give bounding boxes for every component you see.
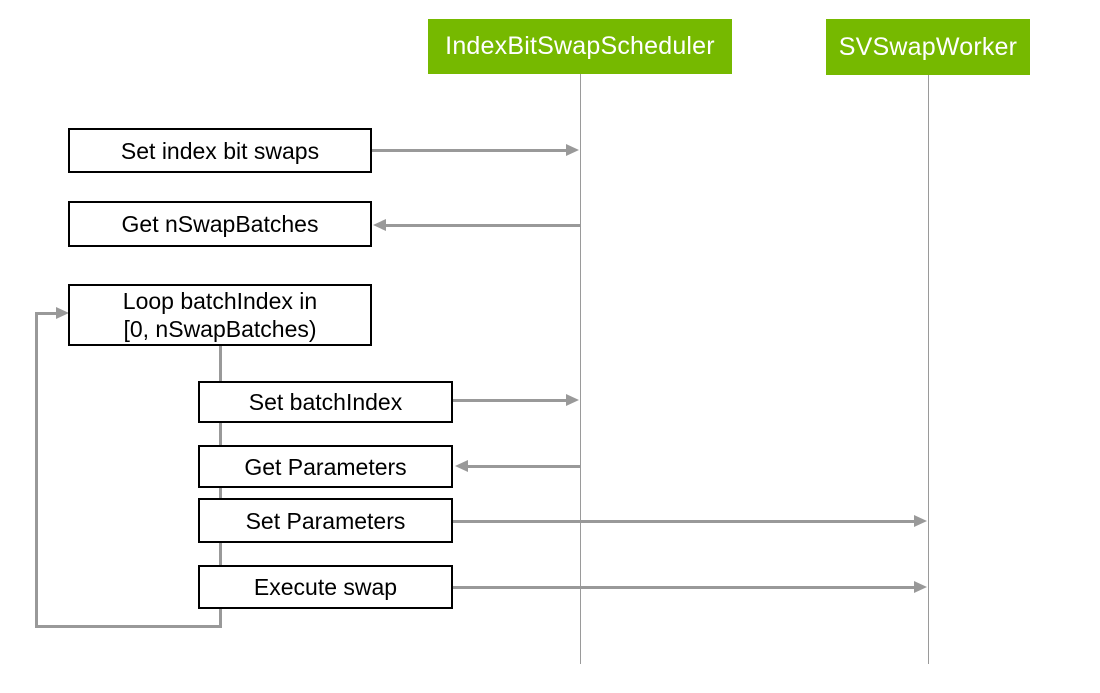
loop-return-arrowhead-icon <box>56 307 69 319</box>
loop-return-bottom-line <box>35 625 222 628</box>
loop-label-line1: Loop batchIndex in <box>122 288 318 314</box>
message-label: Get nSwapBatches <box>121 211 319 237</box>
arrowhead-right-icon <box>566 144 579 156</box>
lifeline-svswapworker <box>928 75 929 664</box>
message-box-set-parameters: Set Parameters <box>198 498 453 543</box>
arrow-get-parameters <box>467 465 580 468</box>
arrowhead-left-icon <box>373 219 386 231</box>
arrowhead-right-icon <box>566 394 579 406</box>
actor-header-svswapworker: SVSwapWorker <box>826 19 1030 75</box>
message-box-get-parameters: Get Parameters <box>198 445 453 488</box>
message-label: Set Parameters <box>245 507 406 534</box>
message-box-set-index-bit-swaps: Set index bit swaps <box>68 128 372 173</box>
arrow-set-batchindex <box>453 399 566 402</box>
loop-box: Loop batchIndex in [0, nSwapBatches) <box>68 284 372 346</box>
loop-return-left-line <box>35 313 38 628</box>
arrowhead-right-icon <box>914 515 927 527</box>
arrowhead-right-icon <box>914 581 927 593</box>
arrowhead-left-icon <box>455 460 468 472</box>
arrow-set-parameters <box>453 520 914 523</box>
arrow-execute-swap <box>453 586 914 589</box>
lifeline-indexbitswapscheduler <box>580 74 581 664</box>
actor-label: SVSwapWorker <box>838 32 1018 61</box>
message-label: Get Parameters <box>244 453 407 480</box>
loop-return-top-line <box>35 312 56 315</box>
message-box-set-batchindex: Set batchIndex <box>198 381 453 423</box>
message-label: Set index bit swaps <box>120 137 320 164</box>
arrow-get-nswapbatches <box>385 224 580 227</box>
message-label: Execute swap <box>253 574 398 600</box>
message-box-execute-swap: Execute swap <box>198 565 453 609</box>
loop-label-line2: [0, nSwapBatches) <box>123 316 317 342</box>
actor-header-indexbitswapscheduler: IndexBitSwapScheduler <box>428 19 732 74</box>
arrow-set-index-bit-swaps <box>372 149 566 152</box>
message-label: Set batchIndex <box>248 389 403 415</box>
actor-label: IndexBitSwapScheduler <box>445 32 715 60</box>
message-box-get-nswapbatches: Get nSwapBatches <box>68 201 372 247</box>
